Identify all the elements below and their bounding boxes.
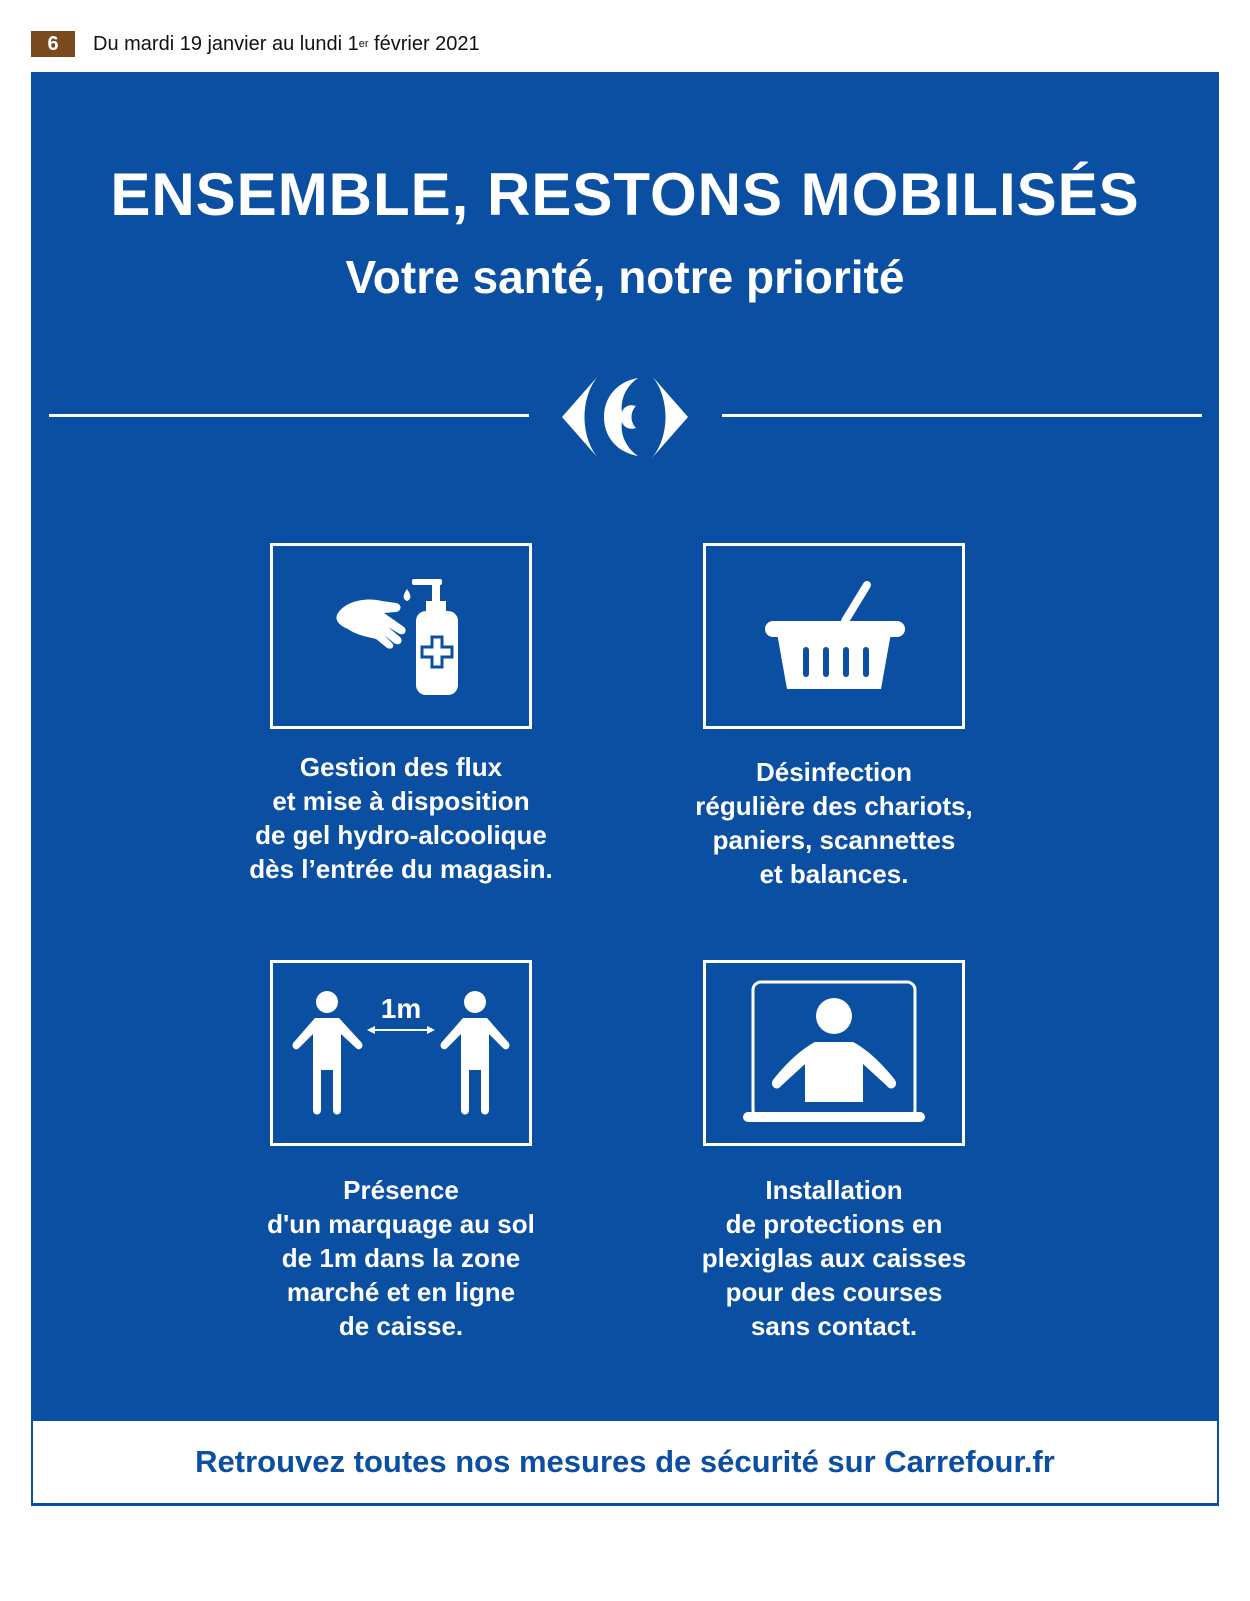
measure-tile-basket [703,543,965,729]
measure-tile-sanitizer [270,543,532,729]
measure-tile-distance: 1m [270,960,532,1146]
measure-caption-plexiglas: Installation de protections en plexiglas… [624,1173,1044,1343]
divider-left [49,414,529,417]
plexiglas-checkout-icon [743,980,925,1122]
caption-line: d'un marquage au sol [267,1209,535,1239]
page-number: 6 [31,31,75,57]
distance-label: 1m [381,993,421,1024]
caption-line: de protections en [725,1209,943,1239]
measure-caption-sanitizer: Gestion des flux et mise à disposition d… [191,750,611,886]
footer-banner: Retrouvez toutes nos mesures de sécurité… [31,1419,1219,1505]
date-range-ordinal: er [358,38,369,50]
social-distance-icon: 1m [292,991,510,1115]
caption-line: Désinfection [755,757,913,787]
caption-line: plexiglas aux caisses [701,1243,967,1273]
caption-line: de gel hydro-alcoolique [255,820,547,850]
caption-line: sans contact. [750,1311,918,1341]
measure-caption-basket: Désinfection régulière des chariots, pan… [624,755,1044,891]
date-range-start: Du mardi 19 janvier au lundi 1 [93,32,359,55]
caption-line: Présence [343,1175,459,1205]
measure-caption-distance: Présence d'un marquage au sol de 1m dans… [191,1173,611,1343]
caption-line: marché et en ligne [286,1277,516,1307]
caption-line: de 1m dans la zone [281,1243,521,1273]
hand-sanitizer-icon [336,579,458,695]
caption-line: Installation [765,1175,903,1205]
caption-line: dès l’entrée du magasin. [249,854,553,884]
caption-line: pour des courses [725,1277,943,1307]
poster-subheadline: Votre santé, notre priorité [345,251,905,303]
caption-line: paniers, scannettes [712,825,956,855]
date-range-end: février 2021 [368,32,480,55]
caption-line: et balances. [759,859,909,889]
shopping-basket-icon [765,581,905,689]
measure-tile-plexiglas [703,960,965,1146]
footer-text: Retrouvez toutes nos mesures de sécurité… [195,1444,1055,1479]
caption-line: Gestion des flux [299,752,503,782]
divider-right [722,414,1202,417]
poster-headline: ENSEMBLE, RESTONS MOBILISÉS [110,161,1140,228]
carrefour-logo-icon [562,376,688,458]
caption-line: de caisse. [338,1311,464,1341]
safety-poster-panel [31,72,1219,1506]
caption-line: et mise à disposition [272,786,530,816]
caption-line: régulière des chariots, [695,791,973,821]
